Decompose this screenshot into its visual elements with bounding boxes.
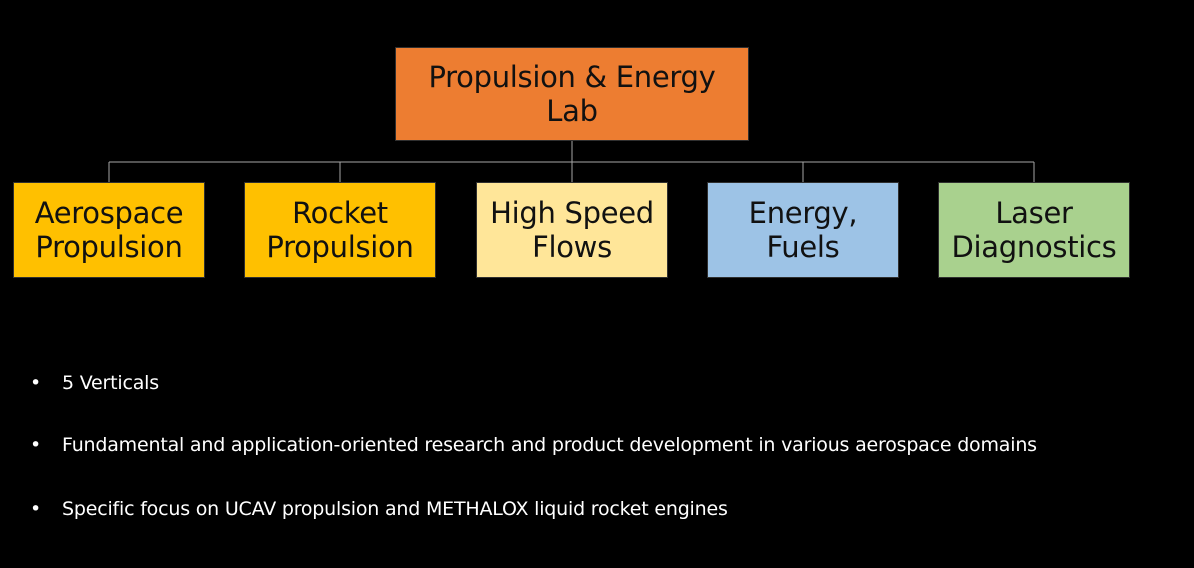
bullet-marker: •	[30, 434, 42, 456]
node-rocket-propulsion: Rocket Propulsion	[244, 182, 436, 278]
node-laser-diagnostics: Laser Diagnostics	[938, 182, 1130, 278]
node-label: High Speed Flows	[490, 195, 654, 264]
node-label: Rocket Propulsion	[266, 195, 414, 264]
bullet-text: 5 Verticals	[62, 372, 159, 394]
bullet-item: • Fundamental and application-oriented r…	[30, 434, 1037, 456]
node-energy-fuels: Energy, Fuels	[707, 182, 899, 278]
node-aerospace-propulsion: Aerospace Propulsion	[13, 182, 205, 278]
node-label: Energy, Fuels	[748, 195, 858, 264]
root-node-label: Propulsion & Energy Lab	[428, 59, 716, 128]
bullet-marker: •	[30, 372, 42, 394]
bullet-item: • 5 Verticals	[30, 372, 159, 394]
bullet-marker: •	[30, 498, 42, 520]
node-label: Aerospace Propulsion	[34, 195, 184, 264]
root-node-propulsion-energy-lab: Propulsion & Energy Lab	[395, 47, 749, 141]
bullet-item: • Specific focus on UCAV propulsion and …	[30, 498, 728, 520]
node-label: Laser Diagnostics	[951, 195, 1117, 264]
bullet-text: Specific focus on UCAV propulsion and ME…	[62, 498, 728, 520]
bullet-text: Fundamental and application-oriented res…	[62, 434, 1037, 456]
node-high-speed-flows: High Speed Flows	[476, 182, 668, 278]
